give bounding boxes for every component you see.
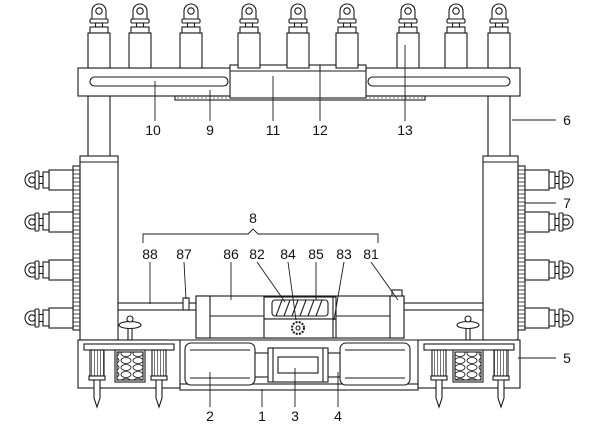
left-end-cap [195, 295, 211, 339]
label-12: 12 [312, 122, 328, 138]
reference-labels: 10 9 11 12 13 6 7 5 8 88 87 86 82 84 85 … [142, 112, 571, 424]
rail-stop [182, 297, 190, 311]
right-base-box [417, 339, 521, 408]
right-column [482, 95, 526, 341]
label-1: 1 [258, 408, 266, 424]
right-roller-housing [339, 342, 411, 386]
label-4: 4 [334, 408, 342, 424]
label-85: 85 [308, 246, 324, 262]
top-cylinder [237, 3, 261, 69]
label-6: 6 [563, 112, 571, 128]
left-cylinder-column [24, 169, 74, 329]
label-13: 13 [397, 122, 413, 138]
end-tab [391, 289, 403, 297]
left-roller-housing [184, 342, 256, 386]
right-knob [456, 315, 480, 341]
side-cylinder [524, 169, 574, 191]
left-knurled-strip [72, 165, 81, 331]
left-column [72, 95, 119, 341]
right-knurled-strip [517, 165, 526, 331]
left-knob [118, 315, 142, 341]
side-cylinder [524, 259, 574, 281]
label-81: 81 [363, 246, 379, 262]
label-86: 86 [223, 246, 239, 262]
top-cylinder [87, 3, 111, 69]
label-83: 83 [336, 246, 352, 262]
label-88: 88 [142, 246, 158, 262]
side-cylinder [24, 307, 74, 329]
side-cylinder [524, 211, 574, 233]
label-82: 82 [249, 246, 265, 262]
top-cylinder-row [87, 3, 511, 69]
label-7: 7 [563, 195, 571, 211]
left-base-box [77, 339, 181, 408]
top-cylinder [444, 3, 468, 69]
label-5: 5 [563, 350, 571, 366]
leader-lines [142, 45, 556, 407]
side-cylinder [24, 211, 74, 233]
label-10: 10 [145, 122, 161, 138]
label-9: 9 [206, 122, 214, 138]
group-bracket [142, 228, 379, 243]
top-cylinder [179, 3, 203, 69]
right-slot [367, 76, 511, 87]
right-cylinder-column [524, 169, 574, 329]
label-3: 3 [291, 408, 299, 424]
label-2: 2 [206, 408, 214, 424]
top-cylinder [128, 3, 152, 69]
center-block [229, 64, 367, 99]
top-cylinder [396, 3, 420, 69]
side-cylinder [24, 169, 74, 191]
top-cylinder [286, 3, 310, 69]
top-cylinder [487, 3, 511, 69]
drawing: 10 9 11 12 13 6 7 5 8 88 87 86 82 84 85 … [24, 3, 574, 424]
label-84: 84 [280, 246, 296, 262]
worm-screw [271, 299, 329, 317]
top-cylinder [335, 3, 359, 69]
top-beam [77, 64, 521, 101]
label-11: 11 [266, 122, 281, 138]
side-cylinder [24, 259, 74, 281]
left-slot [89, 76, 229, 87]
side-cylinder [524, 307, 574, 329]
right-end-cap [389, 295, 405, 339]
shaft-coupling [267, 347, 329, 383]
label-8: 8 [249, 210, 257, 226]
base [77, 339, 521, 408]
slide-assembly [117, 289, 484, 341]
worm-thread [275, 299, 323, 317]
label-87: 87 [176, 246, 192, 262]
base-plate [179, 383, 419, 391]
